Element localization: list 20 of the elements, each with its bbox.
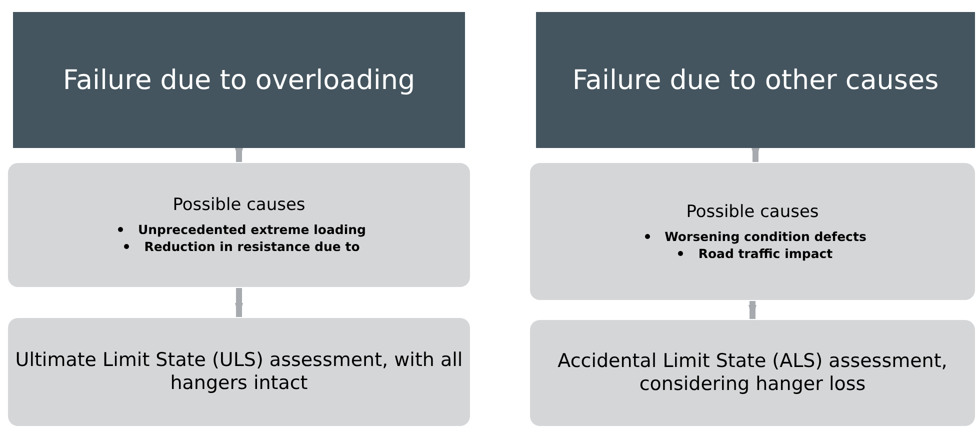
header-box <box>13 12 465 148</box>
causes-box <box>8 163 470 287</box>
causes-box <box>530 163 975 300</box>
header-box <box>536 12 975 148</box>
bullet-item: Road traffic impact <box>672 244 833 262</box>
arrow <box>235 148 243 162</box>
assessment-box <box>8 318 470 426</box>
heading: Possible causes <box>686 202 819 222</box>
bullet-item: Reduction in resistance due to <box>118 238 360 255</box>
heading: Possible causes <box>172 195 306 215</box>
arrow <box>752 148 760 162</box>
arrow <box>748 301 756 319</box>
heading: Failure due to other causes <box>572 64 939 96</box>
arrow <box>235 288 243 317</box>
heading: Failure due to overloading <box>62 64 416 96</box>
bullet-item: Unprecedented extreme loading <box>112 221 366 238</box>
bullet-item: Worsening condition defects <box>638 228 866 244</box>
assessment-box <box>530 320 975 426</box>
body-text: Ultimate Limit State (ULS) assessment, with all hangers intact <box>14 349 464 395</box>
body-text: Accidental Limit State (ALS) assessment, considering hanger loss <box>556 350 948 396</box>
